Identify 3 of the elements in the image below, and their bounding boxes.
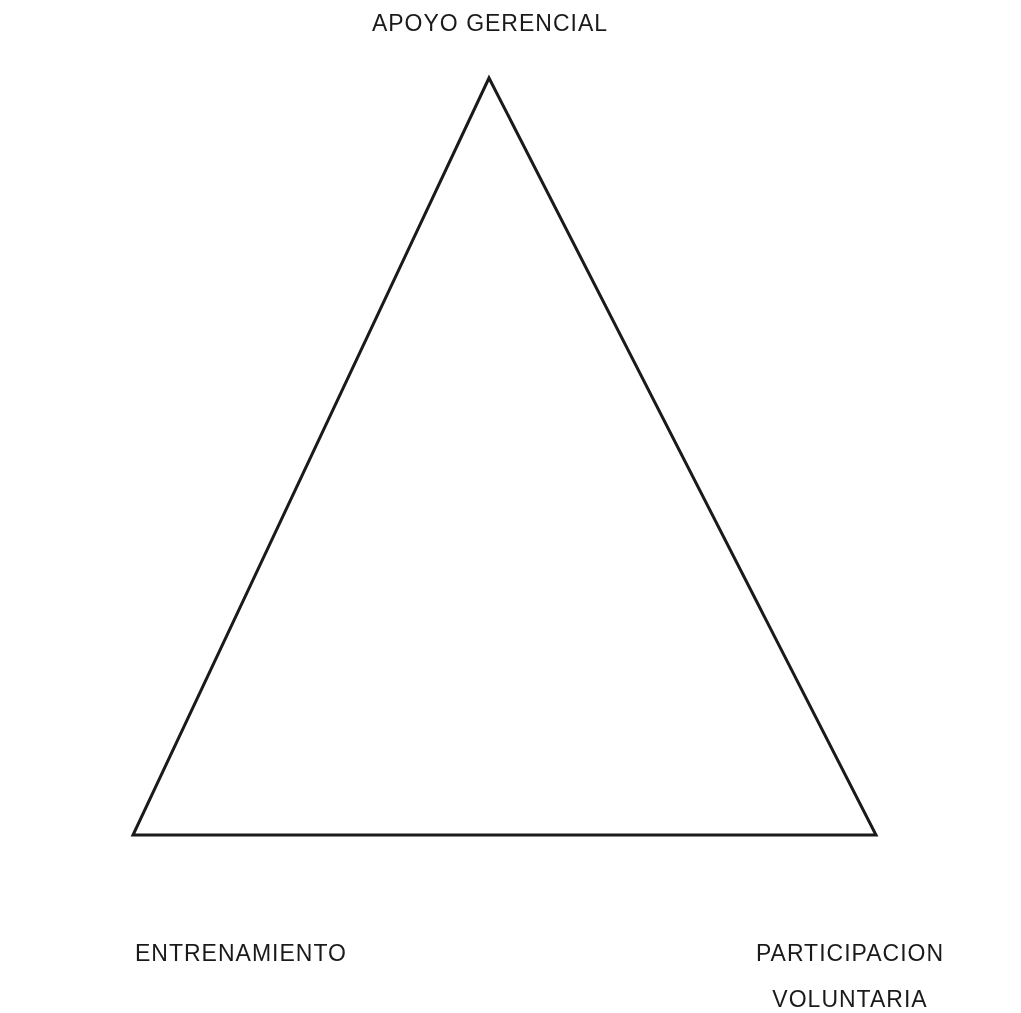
- corner-label: PARTICIPACION VOLUNTARIA: [754, 939, 946, 1013]
- corner-label: ENTRENAMIENTO: [135, 939, 348, 968]
- corner-label: APOYO GERENCIAL: [370, 9, 610, 38]
